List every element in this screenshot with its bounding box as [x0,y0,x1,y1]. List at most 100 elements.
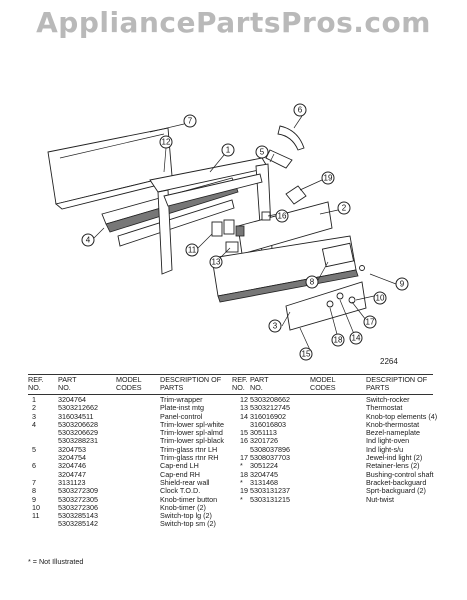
ref-cell: 3 [32,411,36,421]
header-ref-no: REF. NO. [28,375,44,392]
ref-cell: * [240,461,243,471]
ref-cell: 8 [32,486,36,496]
callout-7: 7 [183,114,197,128]
description-cell: Trim-lower spl-white [160,419,225,429]
description-cell: Switch-top sm (2) [160,519,216,529]
part-no-cell: 5303212662 [58,403,98,413]
part-no-cell: 5303208662 [250,395,290,404]
ref-cell: 16 [240,436,248,446]
callout-18: 18 [331,333,345,347]
description-cell: Sprt-backguard (2) [366,486,426,496]
callout-13: 13 [209,255,223,269]
description-cell: Nut-twist [366,494,394,504]
table-header-rule [28,394,433,395]
svg-text:5: 5 [260,148,265,157]
callout-10: 10 [373,291,387,305]
ref-cell: 7 [32,477,36,487]
part-no-cell: 3131468 [250,477,278,487]
description-cell: Jewel-ind light (2) [366,453,423,463]
header-description: DESCRIPTION OF PARTS [160,375,222,392]
callout-9: 9 [395,277,409,291]
description-cell: Cap-end RH [160,469,200,479]
callout-14: 14 [349,331,363,345]
part-no-cell: 316016803 [250,419,286,429]
parts-table-left: REF. NO. PART NO. MODEL CODES DESCRIPTIO… [28,376,233,529]
ref-cell: 17 [240,453,248,463]
svg-text:17: 17 [366,318,375,327]
description-cell: Knob-timer (2) [160,502,206,512]
part-no-cell: 5303131215 [250,494,290,504]
table-row: 5303288231 Trim-lower spl-black [28,436,233,446]
description-cell: Panel-control [160,411,203,421]
header-model-codes: MODEL CODES [310,375,336,392]
ref-cell: 9 [32,494,36,504]
callout-15: 15 [299,347,313,361]
svg-text:6: 6 [298,106,303,115]
svg-text:12: 12 [162,138,171,147]
description-cell: Plate-inst mtg [160,403,204,413]
svg-text:7: 7 [188,117,193,126]
part-no-cell: 316016902 [250,411,286,421]
svg-text:3: 3 [273,322,278,331]
description-cell: Switch-top lg (2) [160,511,212,521]
ref-cell: * [240,477,243,487]
part-no-cell: 5303212745 [250,403,290,413]
part-no-cell: 316034511 [58,411,94,421]
description-cell: Knob-timer button [160,494,218,504]
table-top-rule [28,374,433,375]
header-ref-no: REF. NO. [232,375,248,392]
svg-text:15: 15 [302,350,311,359]
description-cell: Shield-rear wall [160,477,210,487]
description-cell: Bezel-nameplate [366,428,420,438]
part-no-cell: 3201726 [250,436,278,446]
part-no-cell: 3204747 [58,469,86,479]
diagram-id: 2264 [380,357,398,366]
svg-text:14: 14 [352,334,361,343]
part-clock [321,242,355,268]
ref-cell: 14 [240,411,248,421]
part-plate-inst-mtg [237,201,333,255]
description-cell: Trim-glass rtnr RH [160,453,219,463]
part-no-cell: 5303288231 [58,436,98,446]
header-model-codes: MODEL CODES [116,375,142,392]
table-row: 3204754 Trim-glass rtnr RH [28,453,233,463]
svg-text:9: 9 [400,280,405,289]
part-no-cell: 3204745 [250,469,278,479]
description-cell: Trim-glass rtnr LH [160,444,218,454]
part-no-cell: 3051113 [250,428,277,438]
callout-6: 6 [293,103,307,117]
svg-text:18: 18 [334,336,343,345]
callout-8: 8 [305,275,319,289]
part-no-cell: 5303272309 [58,486,98,496]
part-indicator-light [261,211,271,221]
callout-4: 4 [81,233,95,247]
description-cell: Clock T.O.D. [160,486,201,496]
description-cell: Trim-lower spl-almd [160,428,223,438]
part-no-cell: 3204753 [58,444,86,454]
ref-cell: 6 [32,461,36,471]
part-knobs [326,265,365,308]
description-cell: Trim-lower spl-black [160,436,225,446]
ref-cell: 4 [32,419,36,429]
part-no-cell: 5303272305 [58,494,98,504]
description-cell: Thermostat [366,403,403,413]
part-no-cell: 3204754 [58,453,86,463]
part-no-cell: 5308037703 [250,453,290,463]
description-cell: Trim-wrapper [160,395,203,404]
table-row: 8 5303272309 Clock T.O.D. [28,486,233,496]
part-no-cell: 5303131237 [250,486,290,496]
